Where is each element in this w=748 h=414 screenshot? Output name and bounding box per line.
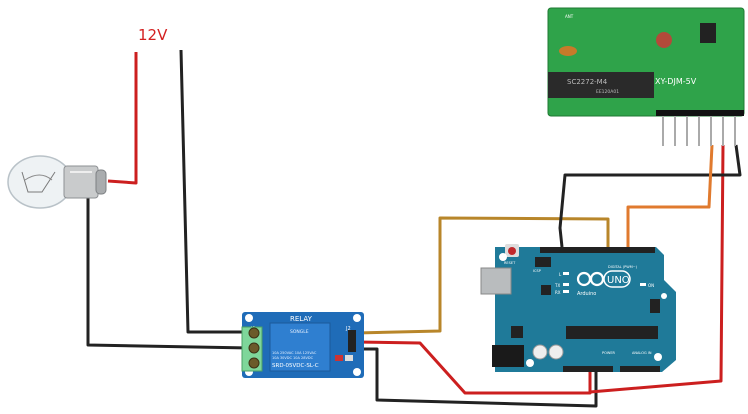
wire-12v-positive [107,52,138,185]
receiver-pins [662,116,736,146]
light-bulb [7,155,107,209]
relay-j2-label: J2 [345,326,351,332]
arduino-analog-header [620,366,660,372]
arduino-dc-jack [492,345,524,367]
arduino-digital-header [540,247,655,253]
wire-relay-gnd [356,347,598,408]
arduino-reset-label: RESET [504,261,516,265]
arduino-brand: Arduino [577,291,596,297]
relay-spec-2: 10A 30VDC 10A 28VDC [272,356,314,360]
receiver-chip-sublabel: EE120A01 [596,89,619,95]
arduino-on-label: ON [648,283,654,288]
wire-receiver-vcc [589,144,725,394]
receiver-chip-label: SC2272-M4 [567,78,608,86]
receiver-decoder-chip [548,72,654,98]
arduino-atmega-chip [566,326,658,339]
wire-bulb-to-relay [86,195,251,350]
wire-receiver-data [626,144,714,247]
arduino-analog-label: ANALOG IN [632,351,652,355]
arduino-model: UNO [607,275,630,286]
receiver-ant-label: ANT [565,14,574,19]
wires [86,49,742,408]
arduino-led-l-label: L [559,272,562,277]
wire-relay-vcc [355,340,592,395]
arduino-rx-label: RX [555,290,561,295]
relay-title: RELAY [290,315,313,323]
arduino-usb-port [480,267,512,295]
relay-module: RELAY J1 J2 SONGLE 10A 250VAC 10A 125VAC… [241,312,364,378]
arduino-power-label: POWER [602,351,616,355]
arduino-icsp-label: ICSP [533,269,541,273]
relay-spec-1: 10A 250VAC 10A 125VAC [272,351,317,355]
arduino-reset-button [508,247,516,255]
arduino-uno: RESET DIGITAL (PWM~) ICSP L TX RX UNO Ar… [480,244,676,372]
rf-receiver-module: ANT SC2272-M4 EE120A01 XY-DJM-5V [547,7,745,146]
arduino-digital-label: DIGITAL (PWM~) [608,265,638,269]
arduino-tx-label: TX [554,283,560,288]
voltage-label: 12V [138,26,168,44]
relay-model: SRD-05VDC-SL-C [272,363,319,369]
wire-relay-signal [355,216,610,335]
relay-brand: SONGLE [290,329,309,335]
wire-12v-common [179,49,250,334]
arduino-power-header [563,366,613,372]
arduino-logo: UNO Arduino [576,270,631,297]
wire-receiver-gnd [558,144,742,248]
receiver-model-label: XY-DJM-5V [655,77,697,86]
